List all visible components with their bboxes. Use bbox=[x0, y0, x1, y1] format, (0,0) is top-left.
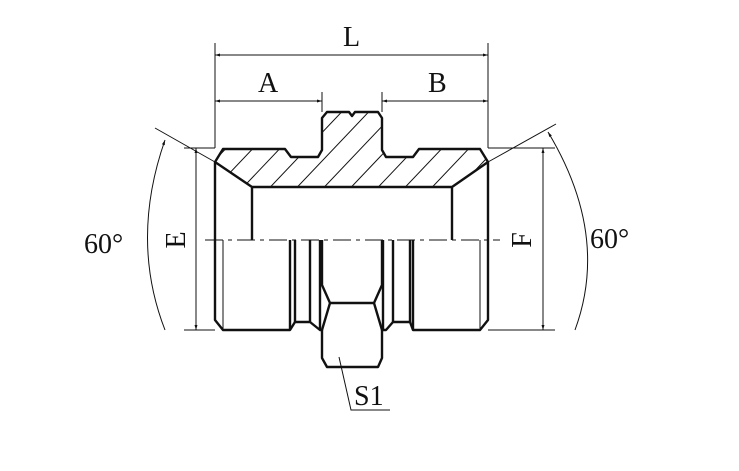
groove-lines bbox=[288, 240, 415, 330]
label-s1: S1 bbox=[354, 381, 384, 412]
angle-arc-right bbox=[547, 131, 589, 331]
hatch-line bbox=[284, 112, 381, 187]
bore-outline bbox=[214, 161, 489, 240]
chamfer-extension-lines bbox=[154, 123, 557, 163]
hatch-line bbox=[528, 100, 623, 200]
label-b: B bbox=[428, 68, 447, 99]
label-l: L bbox=[343, 22, 360, 53]
angle-arc-left bbox=[147, 139, 166, 331]
diameter-extension-lines bbox=[184, 147, 555, 331]
upper-section-outline bbox=[213, 110, 490, 240]
label-f: F bbox=[507, 232, 538, 248]
label-a: A bbox=[258, 68, 279, 99]
hatch-line bbox=[311, 112, 408, 187]
thread-lines bbox=[222, 240, 481, 330]
hatch-line bbox=[501, 100, 596, 200]
leader-s1 bbox=[338, 356, 390, 411]
extension-lines bbox=[214, 43, 489, 148]
hatch-line bbox=[555, 100, 650, 200]
label-left-angle: 60° bbox=[84, 229, 123, 260]
label-right-angle: 60° bbox=[590, 224, 629, 255]
label-e: E bbox=[161, 231, 192, 248]
hex-outline bbox=[320, 240, 384, 331]
